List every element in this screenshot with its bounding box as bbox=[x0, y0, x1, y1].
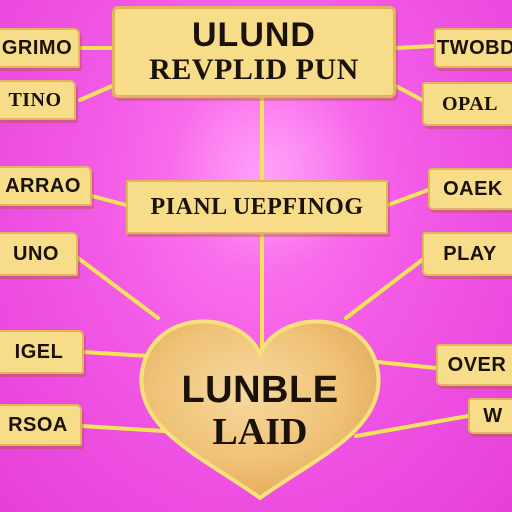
right-label-2: OPAL bbox=[422, 82, 512, 126]
left-label-5: IGEL bbox=[0, 330, 84, 374]
right-label-5: OVER bbox=[436, 344, 512, 386]
left-label-6: RSOA bbox=[0, 404, 82, 446]
right-label-4: PLAY bbox=[422, 232, 512, 276]
connector-left-igel bbox=[82, 350, 150, 358]
left-label-1: GRIMO bbox=[0, 28, 80, 68]
top-title-line1: ULUND bbox=[192, 16, 316, 54]
connector-right-over bbox=[376, 360, 438, 370]
right-label-1: TWOBD bbox=[434, 28, 512, 68]
middle-node-label: PIANL UEPFINOG bbox=[150, 193, 364, 220]
right-label-3: OAEK bbox=[428, 168, 512, 210]
heart-text: LUNBLE LAID bbox=[128, 370, 392, 454]
connector-right-w bbox=[354, 414, 470, 438]
connector-right-play bbox=[344, 258, 424, 320]
heart-line1: LUNBLE bbox=[181, 369, 339, 411]
connector-top-right bbox=[394, 44, 436, 50]
connector-left-uno bbox=[76, 256, 160, 320]
heart-line2: LAID bbox=[212, 411, 308, 453]
middle-node-box: PIANL UEPFINOG bbox=[126, 180, 388, 234]
top-title-box: ULUND REVPLID PUN bbox=[112, 6, 396, 98]
left-label-3: ARRAO bbox=[0, 166, 92, 206]
top-title-line2: REVPLID PUN bbox=[149, 53, 359, 86]
connector-mid-left bbox=[90, 194, 128, 207]
left-label-2: TINO bbox=[0, 80, 76, 120]
right-label-6: W bbox=[468, 398, 512, 434]
heart-shape bbox=[139, 319, 381, 501]
connector-mid-right bbox=[386, 188, 430, 207]
connector-right-row2 bbox=[394, 84, 424, 102]
connector-left-row2 bbox=[78, 84, 114, 102]
left-label-4: UNO bbox=[0, 232, 78, 276]
